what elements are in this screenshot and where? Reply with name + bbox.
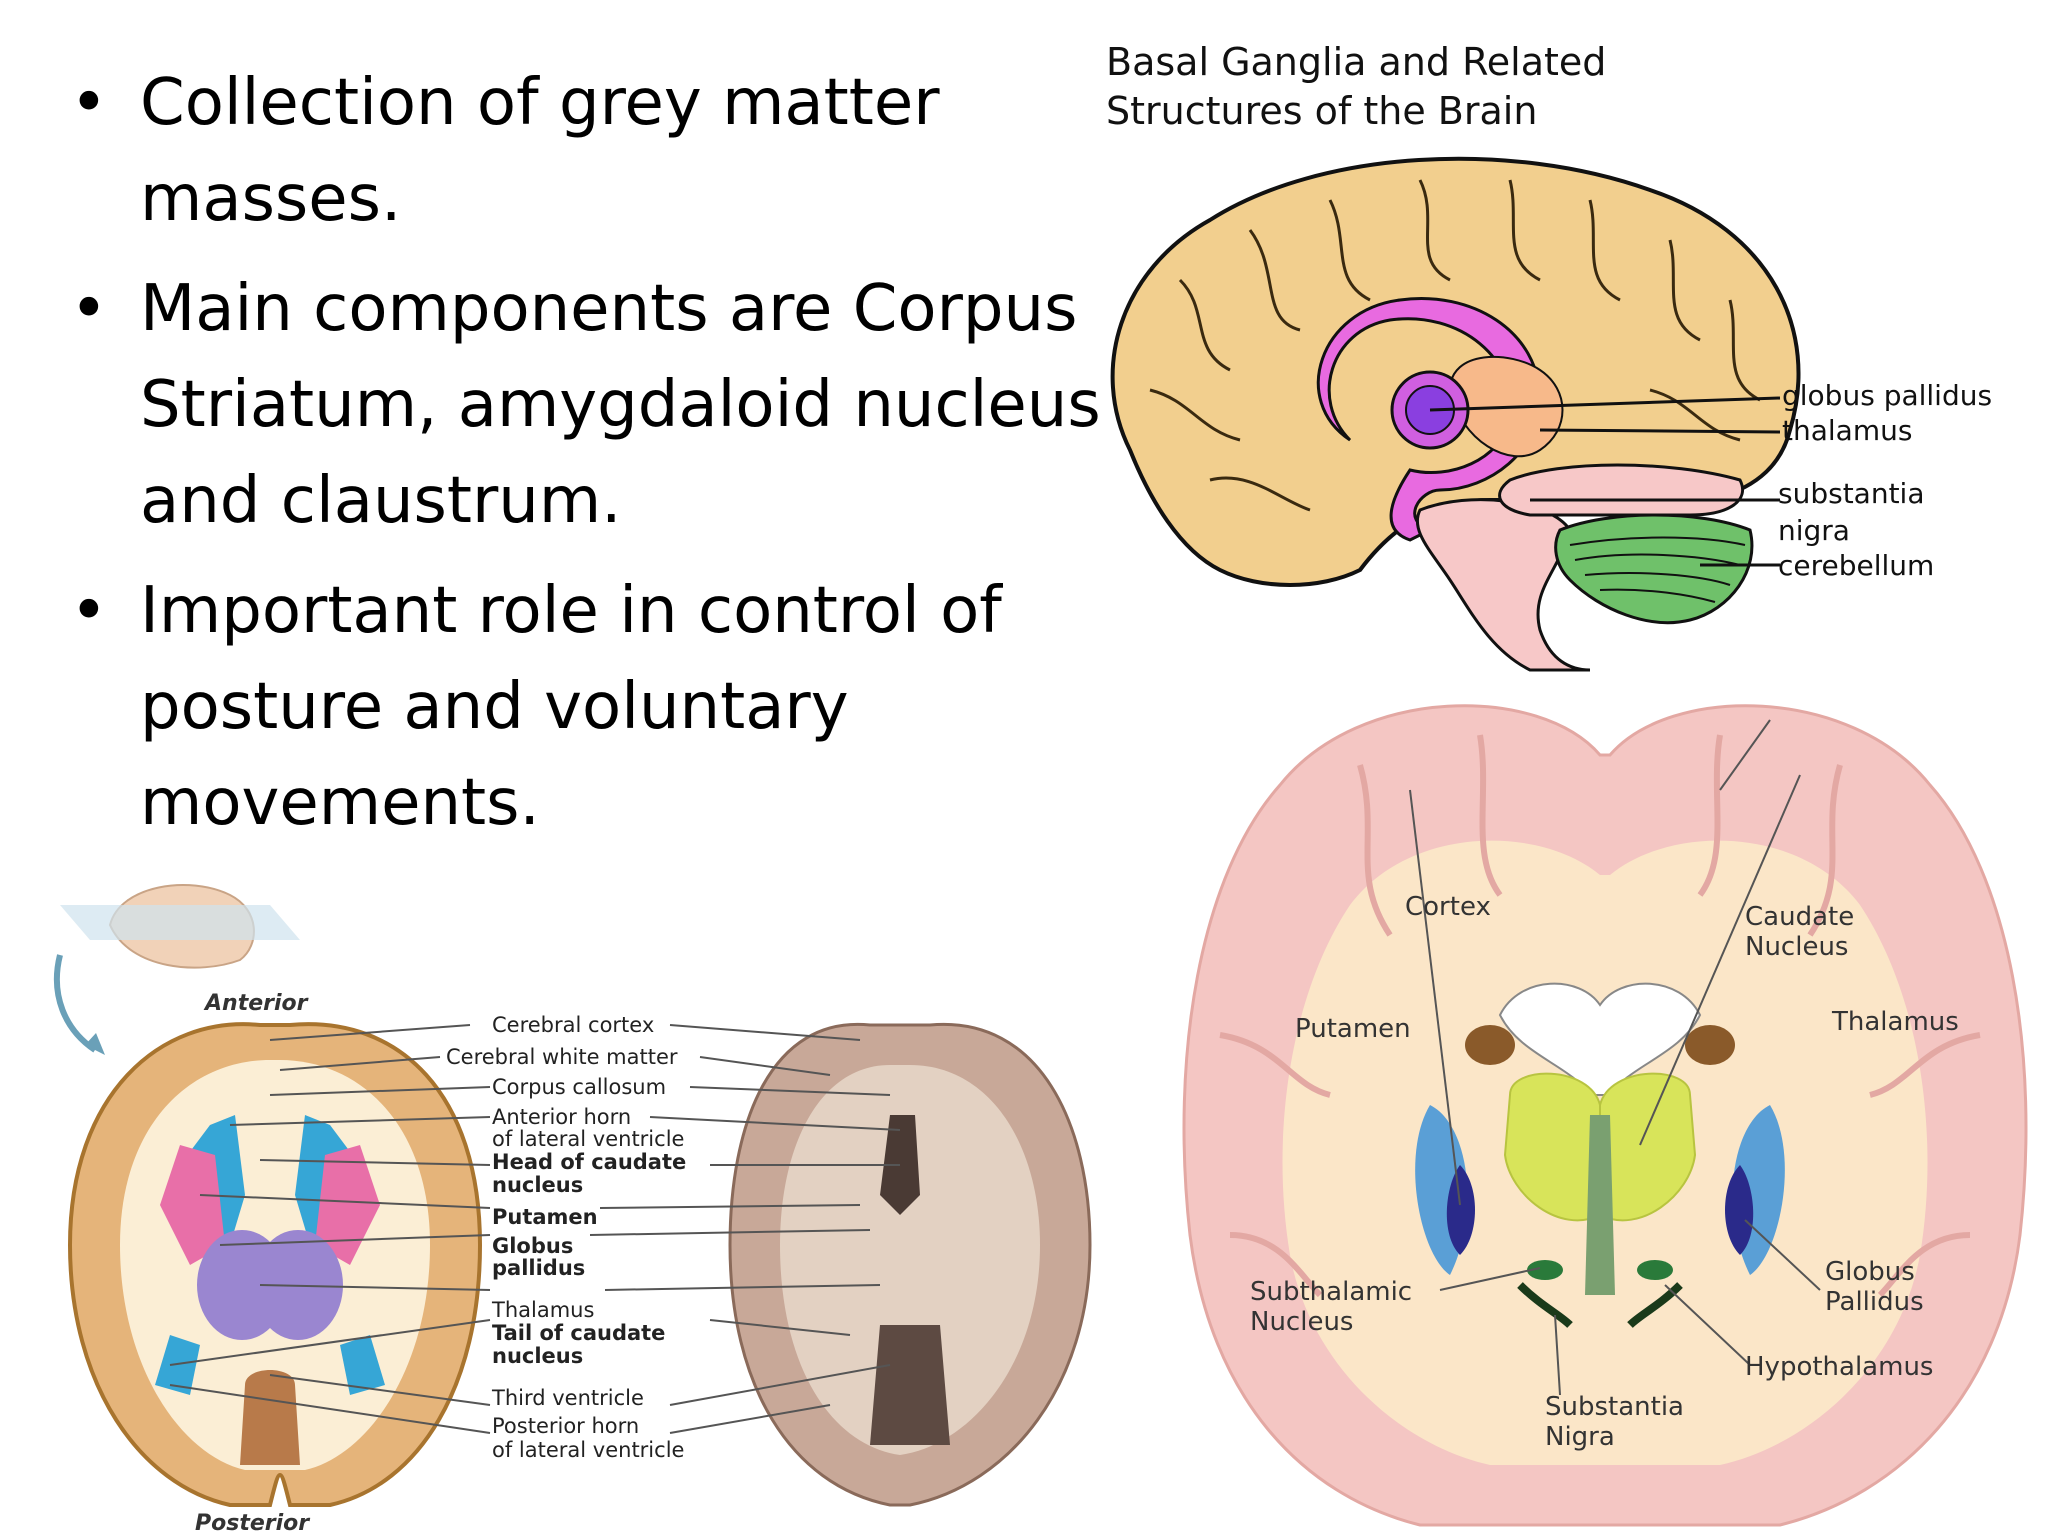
label-globus: Globus (492, 1234, 573, 1258)
photo-white-matter (780, 1065, 1040, 1455)
label-posterior-horn-2: of lateral ventricle (492, 1438, 684, 1462)
label-posterior-horn: Posterior horn (492, 1414, 639, 1438)
bullet-text: Important role in control of posture and… (140, 574, 1002, 840)
subthalamic-right (1637, 1260, 1673, 1280)
label-subthalamic-1: Subthalamic (1250, 1277, 1412, 1307)
bullet-item: • Main components are Corpus Striatum, am… (60, 261, 1120, 549)
figure-title-line1: Basal Ganglia and Related (1106, 40, 1606, 84)
substantia-nigra-right (1627, 1282, 1683, 1328)
label-tail-caudate: Tail of caudate (492, 1321, 665, 1345)
label-cerebral-white-matter: Cerebral white matter (446, 1045, 678, 1069)
gyri-lines (1149, 179, 1761, 512)
label-subthalamic-2: Nucleus (1250, 1307, 1353, 1337)
bullet-dot-icon: • (70, 574, 108, 648)
coronal-sulci (1219, 734, 1981, 1298)
substantia-nigra-left (1517, 1282, 1573, 1328)
coronal-brain-figure: Cortex Caudate Nucleus Putamen Thalamus … (1160, 675, 2048, 1536)
globus-pallidus-right (1725, 1165, 1754, 1255)
label-tail-caudate-2: nucleus (492, 1344, 583, 1368)
putamen-left (160, 1145, 225, 1265)
label-putamen-coronal: Putamen (1295, 1014, 1411, 1044)
label-anterior: Anterior (203, 991, 309, 1016)
substantia-nigra-band (1498, 463, 1744, 517)
bullet-item: • Important role in control of posture an… (60, 563, 1120, 851)
putamen-right (315, 1145, 380, 1265)
label-cerebral-cortex: Cerebral cortex (492, 1013, 654, 1037)
slice-plane-icon (60, 905, 300, 940)
label-hypothalamus: Hypothalamus (1745, 1352, 1933, 1382)
label-pallidus: pallidus (492, 1256, 585, 1280)
label-thalamus-coronal: Thalamus (1831, 1007, 1959, 1037)
cerebellum-folia (1569, 536, 1746, 603)
cerebellum-shape (1554, 513, 1754, 625)
caudate-left (1465, 1025, 1515, 1065)
bullet-text: Collection of grey matter masses. (140, 66, 940, 236)
label-caudate-1: Caudate (1745, 902, 1854, 932)
sagittal-brain-figure: Basal Ganglia and Related Structures of … (1090, 30, 2048, 680)
label-anterior-horn-2: of lateral ventricle (492, 1127, 684, 1151)
axial-label-group: Cerebral cortex Cerebral white matter Co… (446, 1013, 686, 1462)
label-third-ventricle: Third ventricle (491, 1386, 644, 1410)
label-globus-pallidus: globus pallidus (1782, 379, 1992, 412)
bullet-list: • Collection of grey matter masses. • Main… (60, 55, 1120, 865)
leader-lines (1429, 396, 1781, 567)
label-cerebellum: cerebellum (1778, 549, 1934, 582)
coronal-label-group: Cortex Caudate Nucleus Putamen Thalamus … (1250, 892, 1959, 1452)
label-thalamus: thalamus (1782, 414, 1912, 447)
label-substantia: substantia (1778, 477, 1925, 510)
label-substantia-2: Nigra (1545, 1422, 1615, 1452)
axial-leader-lines (169, 1024, 901, 1434)
label-globus-2: Pallidus (1825, 1287, 1924, 1317)
bullet-dot-icon: • (70, 66, 108, 140)
caudate-right (1685, 1025, 1735, 1065)
label-cortex: Cortex (1405, 892, 1491, 922)
label-substantia-1: Substantia (1545, 1392, 1684, 1422)
label-corpus-callosum: Corpus callosum (492, 1075, 666, 1099)
subthalamic-left (1527, 1260, 1563, 1280)
label-head-caudate: Head of caudate (492, 1150, 686, 1174)
figure-title-line2: Structures of the Brain (1106, 89, 1537, 133)
label-putamen: Putamen (492, 1205, 598, 1229)
label-anterior-horn: Anterior horn (492, 1105, 631, 1129)
label-posterior: Posterior (195, 1511, 310, 1536)
lateral-ventricles (1498, 982, 1702, 1096)
bullet-text: Main components are Corpus Striatum, amy… (140, 272, 1101, 538)
brainstem-shape (1415, 498, 1591, 672)
globus-pallidus-left (1446, 1165, 1475, 1255)
bullet-dot-icon: • (70, 272, 108, 346)
bullet-item: • Collection of grey matter masses. (60, 55, 1120, 247)
label-globus-1: Globus (1825, 1257, 1915, 1287)
coronal-leader-lines (1409, 719, 1821, 1396)
photo-midbrain (870, 1325, 950, 1445)
label-thalamus-axial: Thalamus (491, 1298, 594, 1322)
label-head-caudate-2: nucleus (492, 1173, 583, 1197)
third-ventricle (1585, 1115, 1615, 1295)
label-nigra: nigra (1778, 514, 1850, 547)
midbrain (240, 1370, 300, 1465)
arrow-icon (53, 954, 97, 1053)
posterior-horn-right (340, 1335, 385, 1395)
label-caudate-2: Nucleus (1745, 932, 1848, 962)
posterior-horn-left (155, 1335, 200, 1395)
axial-brain-figure: Anterior Posterior (30, 865, 1160, 1536)
